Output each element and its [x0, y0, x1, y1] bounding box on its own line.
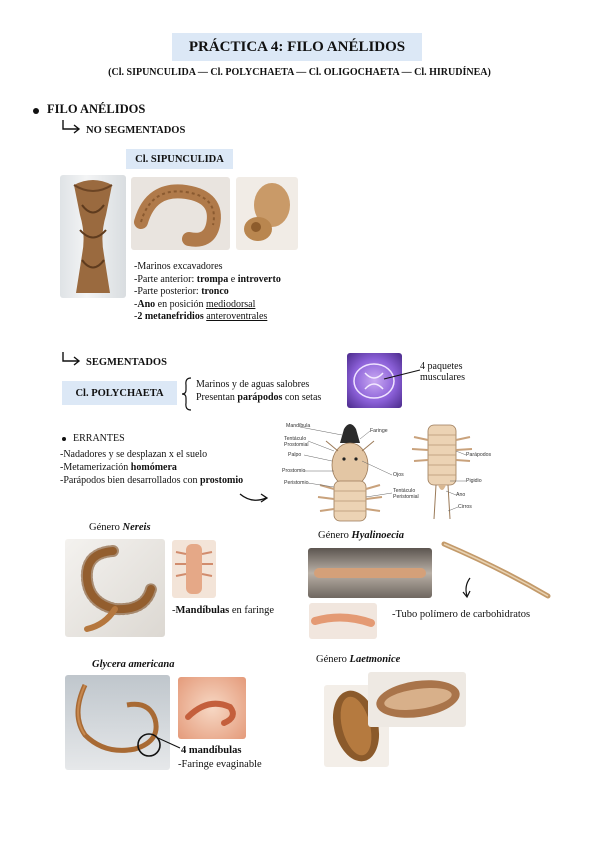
- nereis-note: -Mandíbulas en faringe: [172, 605, 275, 616]
- note-nadadores: -Nadadores y se desplazan x el suelo: [60, 449, 208, 460]
- sipunculida-label-box: Cl. SIPUNCULIDA: [126, 149, 233, 169]
- arrow-curve-icon: [62, 352, 81, 366]
- cross-section-photo: [347, 353, 402, 408]
- genus-glycera-title: Glycera americana: [92, 659, 175, 670]
- label-parapodos: Parápodos: [466, 452, 492, 458]
- pointer-line-icon: [157, 737, 181, 749]
- hyalinoecia-tube-photo-image: [314, 568, 426, 578]
- hyalinoecia-note: -Tubo polímero de carbohidratos: [392, 609, 531, 620]
- trait-parapodos: Presentan parápodos con setas: [196, 391, 322, 403]
- sipuncula-photo-coiled: [236, 177, 298, 250]
- note-parte-posterior: -Parte posterior: tronco: [134, 286, 229, 298]
- note-parte-anterior: -Parte anterior: trompa e introverto: [134, 273, 281, 285]
- pointer-line-icon: [383, 369, 421, 380]
- glycera-full-image: [75, 683, 161, 757]
- label-ano: Ano: [456, 492, 466, 498]
- sipuncula-jar-image: [73, 180, 113, 293]
- label-cirros: Cirros: [458, 504, 472, 510]
- glycera-note-faringe: -Faringe evaginable: [178, 759, 262, 770]
- cross-section-image: [353, 363, 395, 399]
- note-marinos-excavadores: -Marinos excavadores: [134, 261, 223, 272]
- arrow-curve-icon: [62, 120, 81, 134]
- bullet-icon: [33, 108, 39, 114]
- label-tentaculo-prostomial: Tentáculo Prostomial: [284, 436, 309, 448]
- genus-nereis-title: Género Nereis: [89, 522, 151, 533]
- note-parapodos-prostomio: -Parápodos bien desarrollados con prosto…: [60, 475, 244, 486]
- curved-arrow-icon: [239, 493, 269, 503]
- trait-marinos: Marinos y de aguas salobres: [196, 379, 310, 390]
- laetmonice-vertical-image: [332, 690, 380, 762]
- hyalinoecia-worm-image: [311, 613, 375, 627]
- page-subtitle: (Cl. SIPUNCULIDA — Cl. POLYCHAETA — Cl. …: [108, 67, 491, 78]
- glycera-note-mandibulas: 4 mandíbulas: [181, 745, 242, 756]
- note-metamerizacion: -Metamerización homómera: [60, 462, 177, 473]
- sipuncula-notes: -Marinos excavadores -Parte anterior: tr…: [134, 261, 334, 324]
- sipunculida-label: Cl. SIPUNCULIDA: [135, 153, 224, 165]
- heading-filo-anelidos: FILO ANÉLIDOS: [47, 102, 146, 116]
- polychaeta-label: Cl. POLYCHAETA: [75, 387, 164, 399]
- page-title-box: PRÁCTICA 4: FILO ANÉLIDOS: [172, 33, 422, 61]
- glycera-photo-jaws: [178, 677, 246, 739]
- label-tentaculo-peristomial: Tentáculo Peristomial: [393, 488, 419, 500]
- nereis-photo-full: [65, 539, 165, 637]
- label-segmentados: SEGMENTADOS: [86, 357, 167, 368]
- label-prostomio: Prostomio: [282, 468, 306, 474]
- polychaeta-label-box: Cl. POLYCHAETA: [62, 381, 177, 405]
- nereis-photo-head: [172, 540, 216, 598]
- errantes-notes: -Nadadores y se desplazan x el suelo -Me…: [60, 448, 243, 487]
- arrow-down-icon: [462, 577, 471, 599]
- polychaete-anatomy-diagram: Mandíbula Faringe Tentáculo Prostomial P…: [278, 415, 503, 523]
- sipuncula-coiled-image: [244, 183, 290, 241]
- hyalinoecia-photo-tube: [308, 548, 432, 598]
- glycera-jaws-image: [185, 700, 236, 726]
- bullet-icon: [62, 437, 66, 441]
- hyalinoecia-tube-image: [441, 541, 551, 599]
- label-4-paquetes: 4 paquetes musculares: [420, 361, 465, 383]
- laetmonice-horizontal-image: [376, 680, 460, 718]
- anatomy-drawing: [299, 424, 473, 522]
- note-metanefridios: -2 metanefridios anteroventrales: [134, 311, 268, 323]
- sipuncula-photo-jar: [60, 175, 126, 298]
- label-peristomio: Peristomio: [284, 480, 309, 486]
- label-ojos: Ojos: [393, 472, 404, 478]
- hyalinoecia-photo-worm: [309, 603, 377, 639]
- label-errantes: ERRANTES: [73, 433, 125, 444]
- label-pigidio: Pigidio: [466, 478, 482, 484]
- note-ano: -Ano en posición mediodorsal: [134, 298, 256, 310]
- page-title: PRÁCTICA 4: FILO ANÉLIDOS: [188, 38, 406, 55]
- laetmonice-photo-horizontal: [368, 672, 466, 727]
- sipuncula-curled-image: [134, 184, 221, 247]
- nereis-head-image: [175, 544, 213, 594]
- label-no-segmentados: NO SEGMENTADOS: [86, 125, 186, 136]
- curly-brace-icon: [181, 377, 192, 411]
- glycera-photo-full: [65, 675, 170, 770]
- sipuncula-photo-curled: [131, 177, 230, 250]
- genus-hyalinoecia-title: Género Hyalinoecia: [318, 530, 405, 541]
- genus-laetmonice-title: Género Laetmonice: [316, 654, 401, 665]
- label-mandibula: Mandíbula: [286, 423, 311, 429]
- polychaeta-traits: Marinos y de aguas salobres Presentan pa…: [196, 379, 321, 404]
- nereis-full-image: [80, 545, 157, 632]
- label-faringe: Faringe: [370, 428, 388, 434]
- label-palpo: Palpo: [288, 452, 302, 458]
